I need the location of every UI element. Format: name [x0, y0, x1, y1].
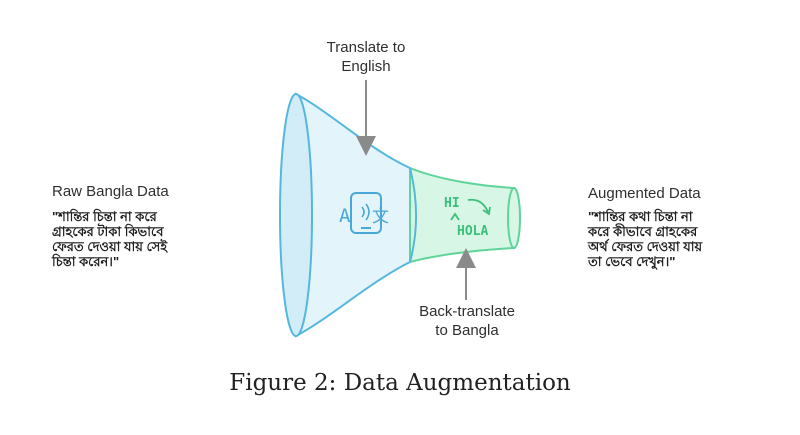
funnel-end-cap [507, 187, 521, 249]
hi-hola-icon: HI HOLA [444, 196, 491, 239]
translate-icon: A 文 [339, 192, 389, 234]
funnel-mouth [279, 93, 313, 337]
augmented-data-title: Augmented Data [588, 185, 701, 202]
funnel-blue-section [295, 92, 411, 338]
funnel-green-section [409, 166, 515, 264]
raw-data-text: "শান্তির চিন্তা না করে গ্রাহকের টাকা কিভ… [52, 209, 168, 269]
bottom-arrow-label: Back-translate to Bangla [419, 303, 515, 339]
top-arrow-label: Translate to English [326, 39, 406, 75]
hi-text: HI [444, 196, 460, 211]
augmented-data-text: "শান্তির কথা চিন্তা না করে কীভাবে গ্রাহক… [588, 209, 703, 269]
hola-text: HOLA [457, 224, 488, 239]
funnel-divider [409, 167, 417, 263]
figure-caption: Figure 2: Data Augmentation [229, 370, 571, 396]
translate-icon-letter: A [339, 205, 351, 227]
translate-icon-glyph: 文 [372, 207, 389, 227]
raw-data-title: Raw Bangla Data [52, 183, 169, 200]
